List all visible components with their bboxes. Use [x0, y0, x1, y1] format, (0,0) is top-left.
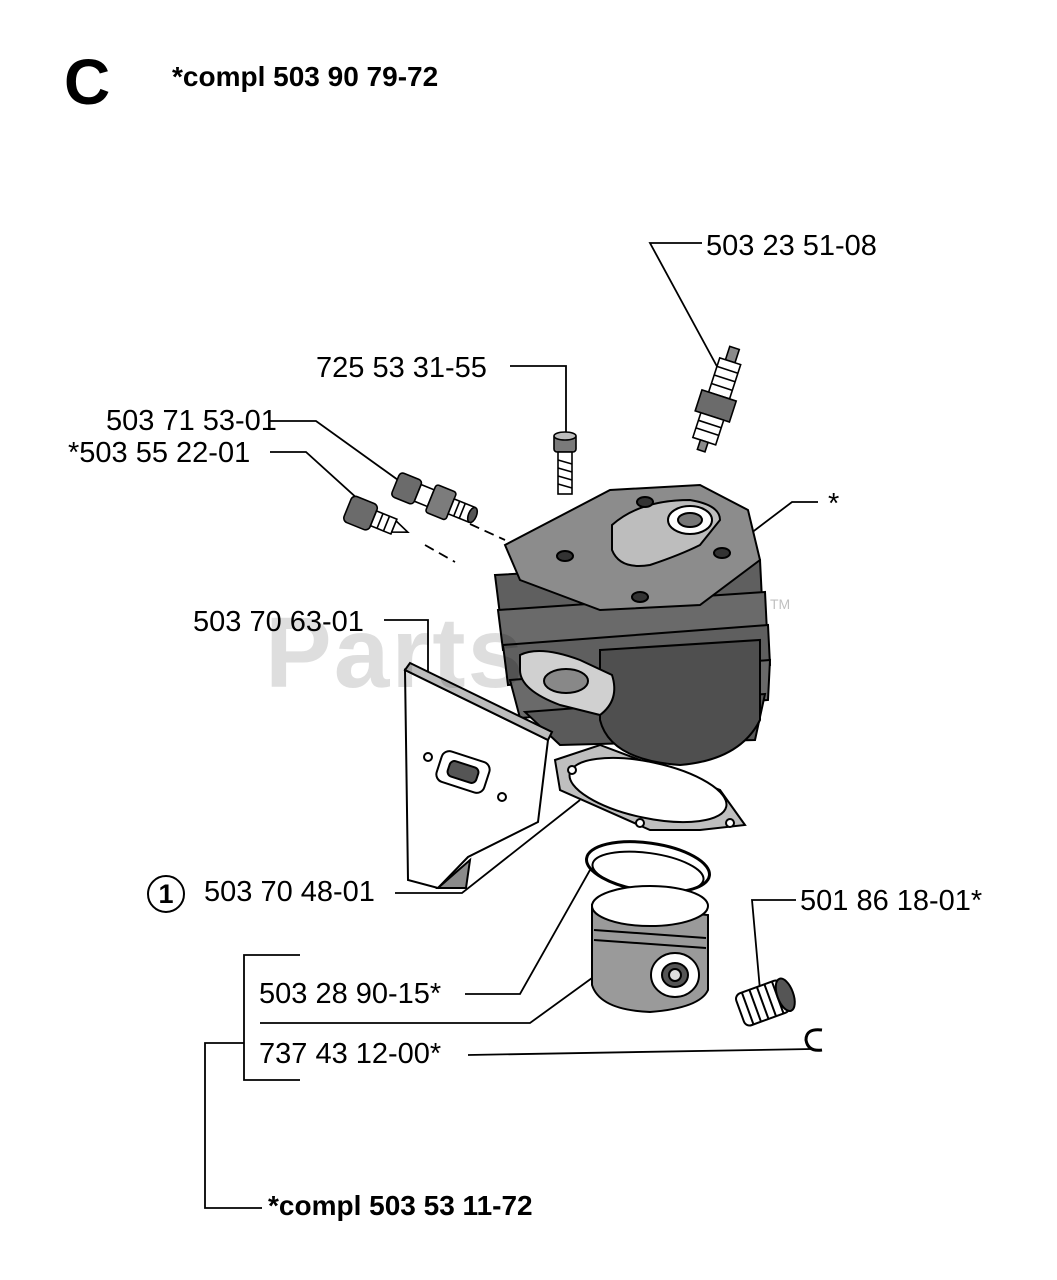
leader-circlip — [467, 1048, 813, 1056]
watermark-text: Parts — [265, 597, 526, 709]
callout-decomp-valve: 503 71 53-01 — [106, 405, 277, 437]
callout-gasket: 503 70 48-01 — [204, 876, 375, 908]
leader-gasket — [395, 799, 581, 894]
piston-part — [591, 885, 709, 1014]
spark-plug-part — [691, 345, 742, 453]
callout-needle-bearing: 501 86 18-01* — [800, 885, 983, 917]
cylinder-part — [493, 483, 772, 767]
assembly-number-bottom: *compl 503 53 11-72 — [268, 1190, 533, 1221]
callout-circlip: 737 43 12-00* — [259, 1038, 442, 1070]
bracket-compl-bottom — [204, 1042, 262, 1209]
bracket-piston-group — [243, 954, 300, 1081]
needle-bearing-part — [735, 977, 796, 1027]
leader-piston-ring — [465, 869, 591, 995]
leader-decomp-valve-alt — [270, 451, 371, 511]
leader-spark-plug — [648, 242, 721, 373]
watermark-trademark: TM — [770, 596, 791, 612]
leader-piston — [260, 977, 593, 1024]
gasket-ref-badge: 1 — [147, 875, 185, 913]
circlip-part — [804, 1028, 823, 1052]
leader-heat-shield — [384, 619, 429, 690]
decomp-valve-alt-part — [343, 495, 410, 536]
gasket-part — [553, 743, 747, 831]
cylinder-screw-part — [553, 431, 577, 495]
leader-cylinder-screw — [510, 365, 567, 432]
leader-lines — [204, 242, 818, 1209]
callout-cylinder: * — [828, 488, 840, 520]
callout-piston-ring: 503 28 90-15* — [259, 978, 442, 1010]
assembly-number-top: *compl 503 90 79-72 — [172, 61, 439, 92]
leader-needle-bearing — [751, 899, 796, 991]
callout-heat-shield: 503 70 63-01 — [193, 606, 364, 638]
section-letter: C — [64, 46, 111, 118]
callout-cylinder-screw: 725 53 31-55 — [316, 352, 487, 384]
leader-cylinder — [741, 501, 818, 541]
callout-spark-plug: 503 23 51-08 — [706, 230, 877, 262]
leader-decomp-valve — [270, 420, 406, 486]
callout-decomp-valve-alt: *503 55 22-01 — [68, 437, 251, 469]
decomp-valve-part — [391, 472, 479, 524]
heat-shield-part — [403, 661, 554, 890]
